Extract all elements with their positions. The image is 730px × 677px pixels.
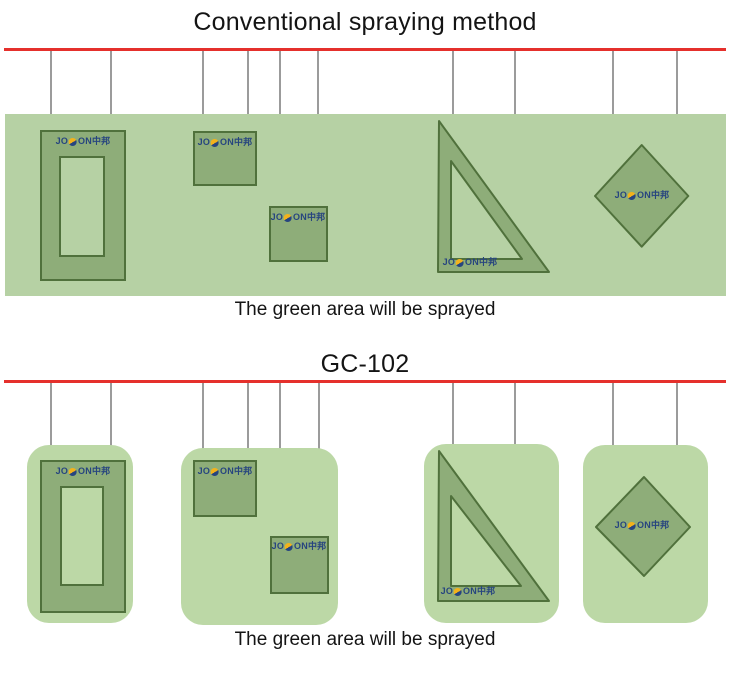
hanging-wire (50, 51, 52, 131)
spray-boundary-line-bottom (4, 380, 726, 383)
brand-dot-icon (284, 213, 293, 222)
workpiece-frame-hollow (59, 156, 105, 257)
brand-dot-icon (628, 191, 637, 200)
sprayed-area-caption-bottom: The green area will be sprayed (234, 629, 496, 650)
workpiece-frame-hollow (60, 486, 104, 586)
section-title-conventional: Conventional spraying method (193, 8, 537, 36)
workpiece-diamond (595, 476, 691, 577)
spray-boundary-line-top (4, 48, 726, 51)
brand-dot-icon (454, 587, 463, 596)
hanging-wire (202, 383, 204, 460)
brand-dot-icon (285, 542, 294, 551)
brand-dot-icon (456, 258, 465, 267)
workpiece-square-offset (269, 206, 328, 262)
hanging-wire (452, 51, 454, 139)
sprayed-area-caption-top: The green area will be sprayed (234, 299, 496, 320)
hanging-wire (202, 51, 204, 131)
hanging-wire (247, 51, 249, 131)
brand-dot-icon (69, 137, 78, 146)
hanging-wire (50, 383, 52, 461)
set-square-triangle (437, 120, 550, 273)
workpiece-square-small (193, 460, 257, 517)
workpiece-square-small (193, 131, 257, 186)
brand-dot-icon (211, 467, 220, 476)
set-square-triangle (437, 450, 550, 602)
workpiece-diamond (594, 144, 690, 248)
hanging-wire (452, 383, 454, 468)
hanging-wire (110, 383, 112, 461)
hanging-wire (110, 51, 112, 131)
hanging-wire (247, 383, 249, 460)
brand-dot-icon (628, 521, 637, 530)
section-title-gc102: GC-102 (320, 350, 410, 378)
brand-dot-icon (211, 138, 220, 147)
brand-dot-icon (69, 467, 78, 476)
workpiece-square-offset (270, 536, 329, 594)
